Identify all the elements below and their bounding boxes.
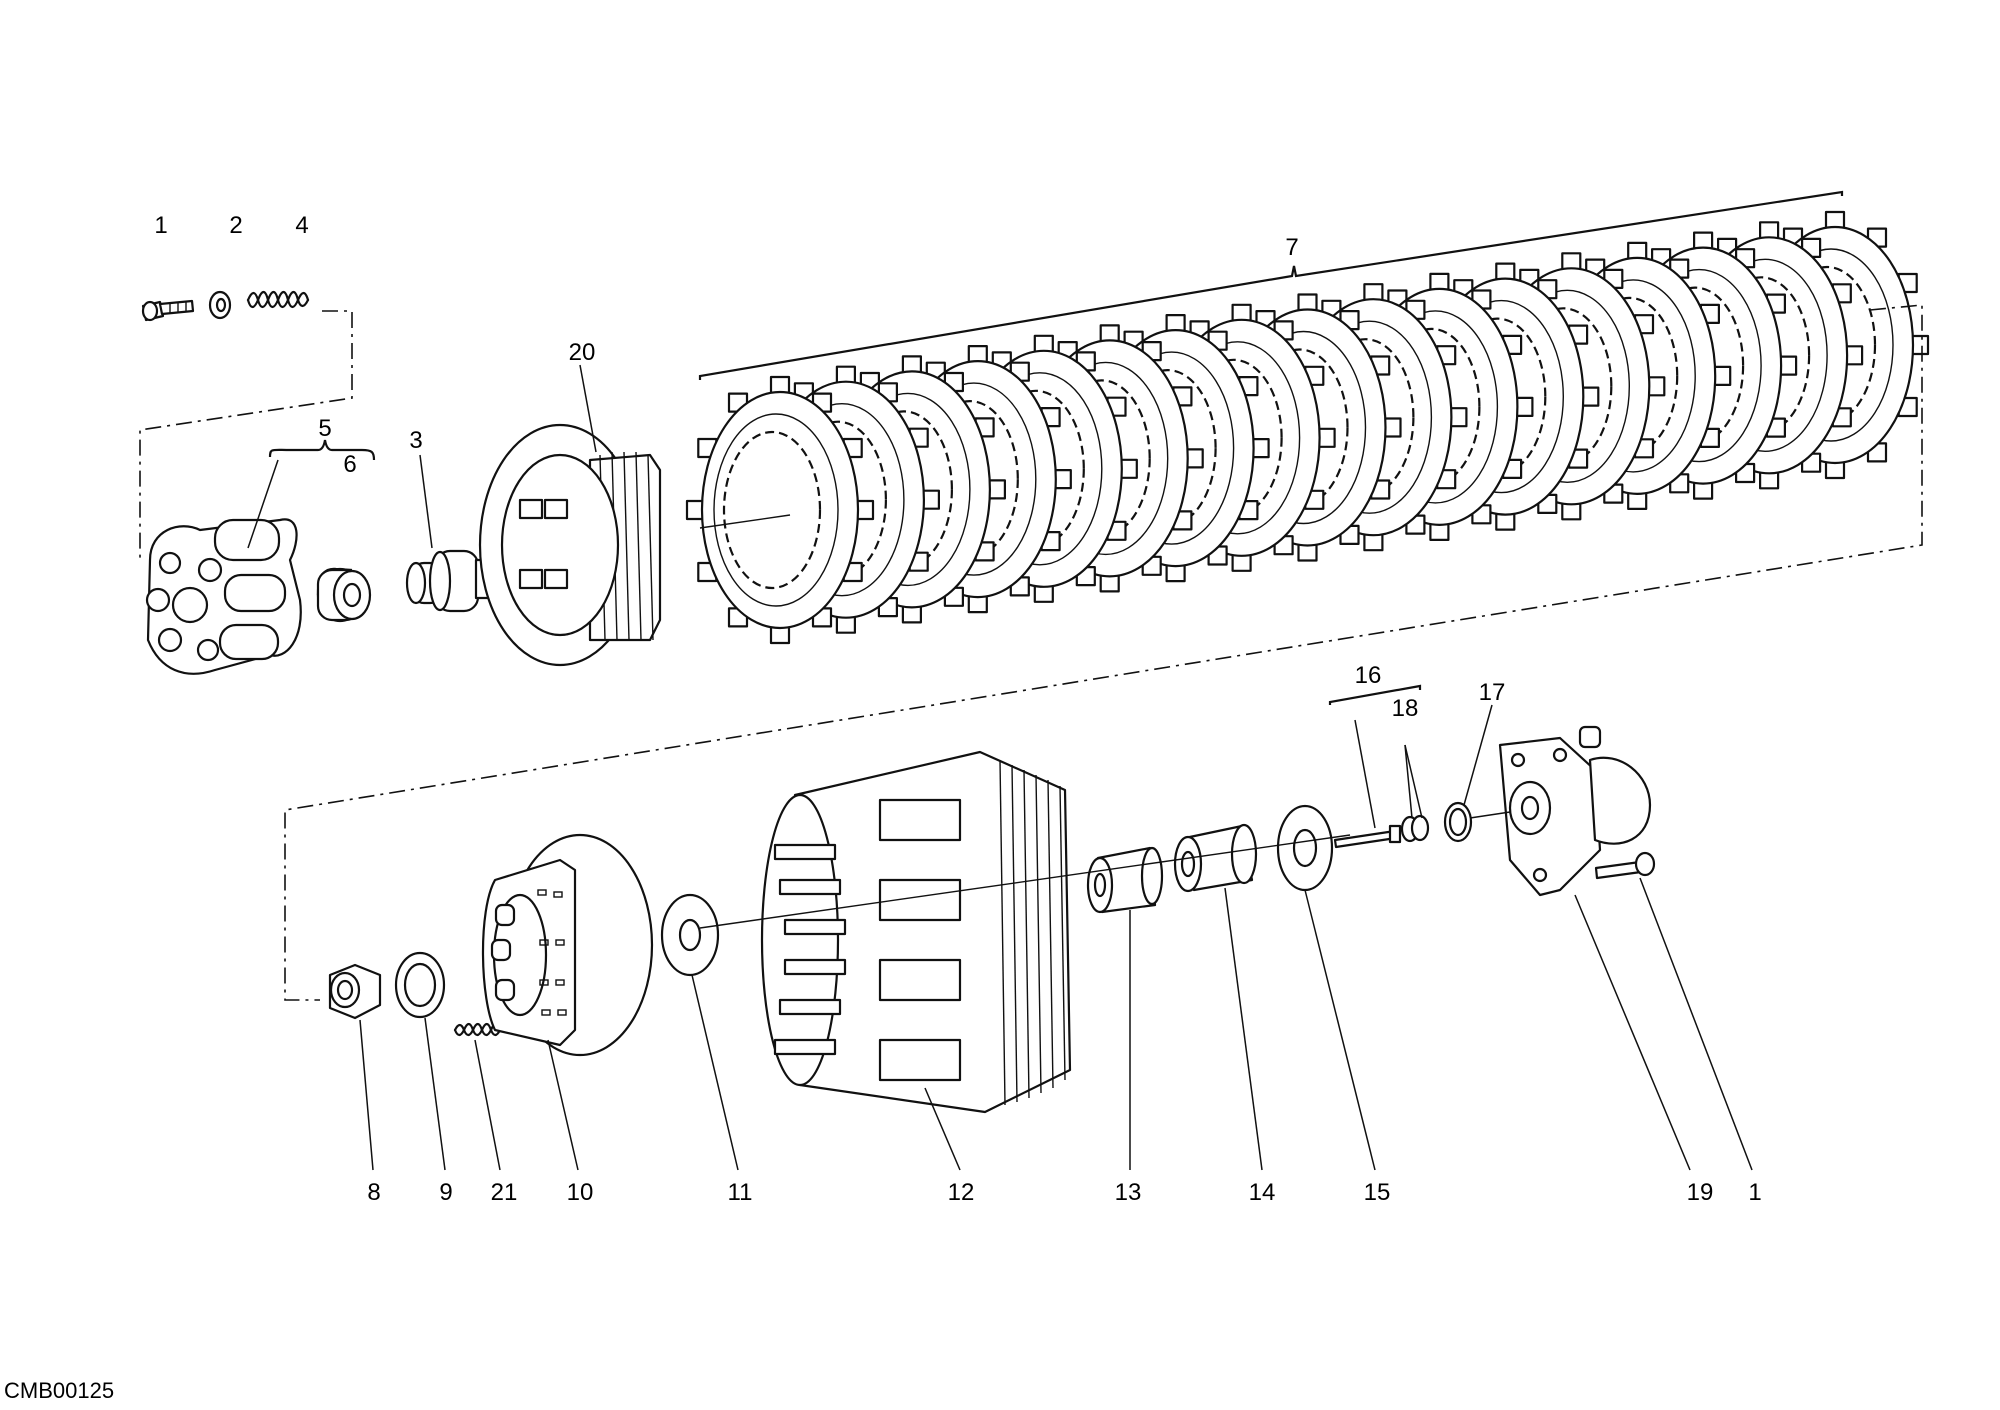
callout-5: 5 — [318, 415, 331, 442]
callout-15: 15 — [1364, 1179, 1391, 1206]
callout-17: 17 — [1479, 679, 1506, 706]
callout-1-lower: 1 — [1748, 1179, 1761, 1206]
part-1-bolt-lower — [1594, 851, 1753, 1171]
callout-14: 14 — [1249, 1179, 1276, 1206]
part-17-o-ring — [1443, 704, 1493, 843]
dashed-link-right — [284, 304, 1923, 1001]
part-16-rod — [1333, 719, 1402, 849]
part-11-washer — [660, 893, 739, 1171]
callout-12: 12 — [948, 1179, 975, 1206]
drawing-code: CMB00125 — [4, 1378, 114, 1403]
rod-line-lower — [699, 834, 1351, 929]
part-7-clutch-disc-stack — [685, 210, 1930, 645]
part-20-clutch-drum — [478, 364, 662, 667]
part-12-clutch-hub — [760, 750, 1072, 1171]
callout-16: 16 — [1355, 662, 1382, 689]
dashed-link-upper-left — [139, 310, 353, 560]
part-14-bearing-cup — [1173, 823, 1263, 1171]
callout-20: 20 — [569, 339, 596, 366]
part-13-sleeve — [1086, 846, 1164, 1170]
bracket-7 — [698, 190, 1844, 380]
callout-3: 3 — [409, 427, 422, 454]
callout-1-upper: 1 — [154, 212, 167, 239]
part-5-pressure-plate — [145, 459, 302, 675]
part-4-spring — [246, 290, 310, 309]
clutch-disc — [685, 375, 875, 645]
part-6-bearing — [316, 567, 372, 623]
part-21-small-spring — [453, 1022, 502, 1171]
callout-9: 9 — [439, 1179, 452, 1206]
part-19-slave-cylinder — [1469, 725, 1691, 1171]
callout-6: 6 — [343, 451, 356, 478]
callout-7: 7 — [1285, 234, 1298, 261]
part-8-hex-nut — [328, 963, 382, 1171]
part-18-seals — [1400, 744, 1430, 843]
bracket-16 — [1328, 684, 1422, 705]
callout-10: 10 — [567, 1179, 594, 1206]
part-15-washer — [1276, 804, 1376, 1171]
part-1-screw-upper — [141, 299, 195, 322]
part-9-lock-washer — [394, 951, 446, 1171]
bracket-5 — [268, 439, 376, 461]
callout-8: 8 — [367, 1179, 380, 1206]
part-2-washer — [208, 290, 232, 320]
callout-2: 2 — [229, 212, 242, 239]
callout-11: 11 — [728, 1179, 753, 1206]
callout-18: 18 — [1392, 695, 1419, 722]
callout-13: 13 — [1115, 1179, 1142, 1206]
callout-19: 19 — [1687, 1179, 1714, 1206]
callout-21: 21 — [491, 1179, 518, 1206]
callout-4: 4 — [295, 212, 308, 239]
part-10-pressure-plate — [481, 833, 654, 1171]
